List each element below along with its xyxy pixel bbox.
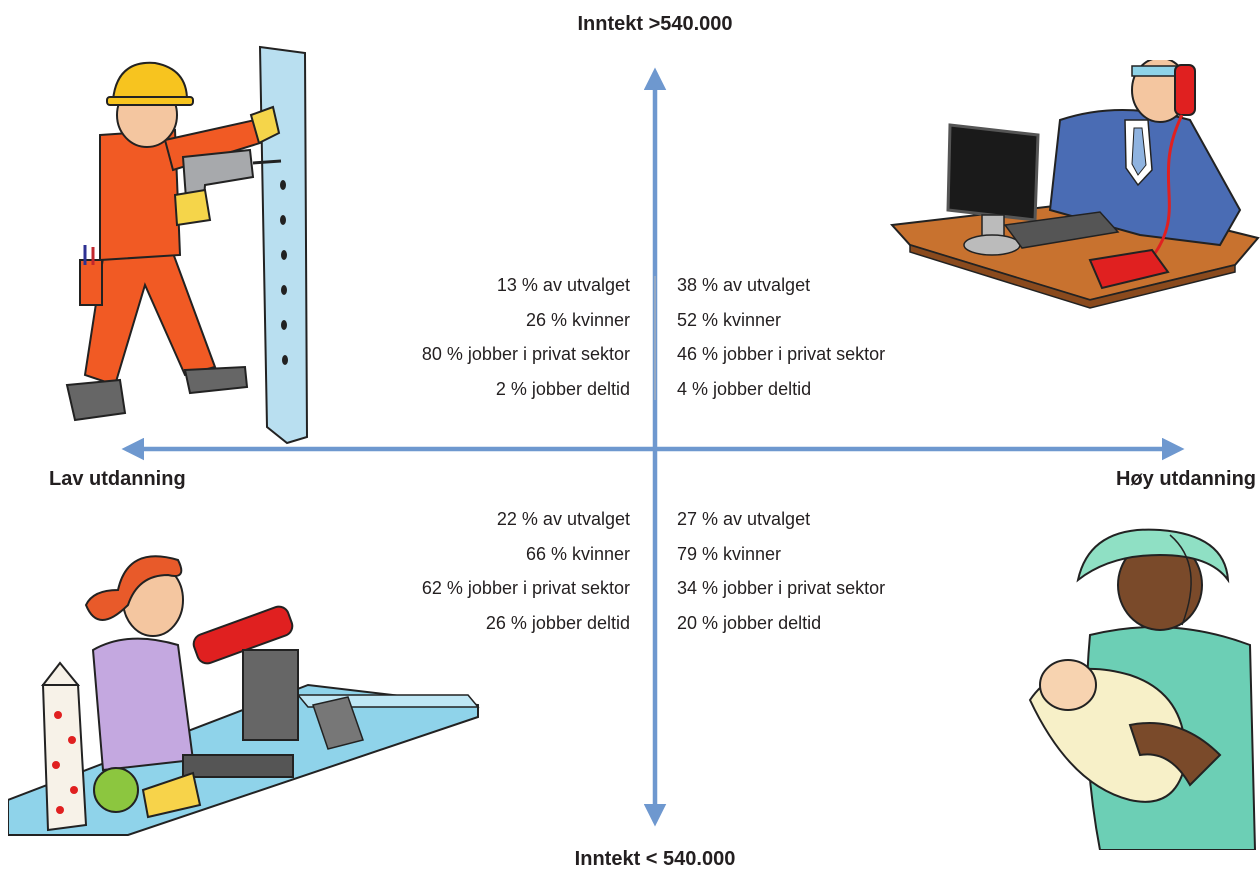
quadrant-bottom-right: 27 % av utvalget 79 % kvinner 34 % jobbe… — [677, 502, 885, 640]
axis-label-top: Inntekt >540.000 — [577, 13, 733, 35]
quadrant-bottom-left: 22 % av utvalget 66 % kvinner 62 % jobbe… — [422, 502, 630, 640]
stat-private-sector: 80 % jobber i privat sektor — [421, 344, 630, 364]
stat-share: 27 % av utvalget — [677, 509, 811, 529]
stat-women: 52 % kvinner — [677, 309, 782, 330]
stat-share: 22 % av utvalget — [496, 509, 630, 529]
quadrant-top-right: 38 % av utvalget 52 % kvinner 46 % jobbe… — [677, 268, 885, 406]
stat-women: 79 % kvinner — [677, 543, 782, 564]
stat-part-time: 2 % jobber deltid — [495, 378, 630, 399]
stat-part-time: 4 % jobber deltid — [677, 378, 812, 399]
quadrant-top-left: 13 % av utvalget 26 % kvinner 80 % jobbe… — [422, 268, 630, 406]
stat-share: 13 % av utvalget — [496, 275, 630, 295]
stat-women: 66 % kvinner — [525, 543, 630, 564]
axis-label-right: Høy utdanning — [1116, 468, 1256, 490]
stat-part-time: 26 % jobber deltid — [485, 612, 630, 633]
nurse-with-baby-illustration — [1028, 528, 1257, 850]
stat-private-sector: 34 % jobber i privat sektor — [677, 578, 886, 598]
axis-label-bottom: Inntekt < 540.000 — [574, 848, 736, 870]
stat-share: 38 % av utvalget — [677, 275, 811, 295]
stat-part-time: 20 % jobber deltid — [677, 612, 822, 633]
construction-worker-illustration — [65, 45, 309, 445]
stat-private-sector: 46 % jobber i privat sektor — [677, 344, 886, 364]
stat-women: 26 % kvinner — [525, 309, 630, 330]
cashier-illustration — [8, 555, 480, 836]
stat-private-sector: 62 % jobber i privat sektor — [421, 578, 630, 598]
axis-label-left: Lav utdanning — [49, 468, 186, 490]
office-worker-illustration — [890, 60, 1260, 309]
